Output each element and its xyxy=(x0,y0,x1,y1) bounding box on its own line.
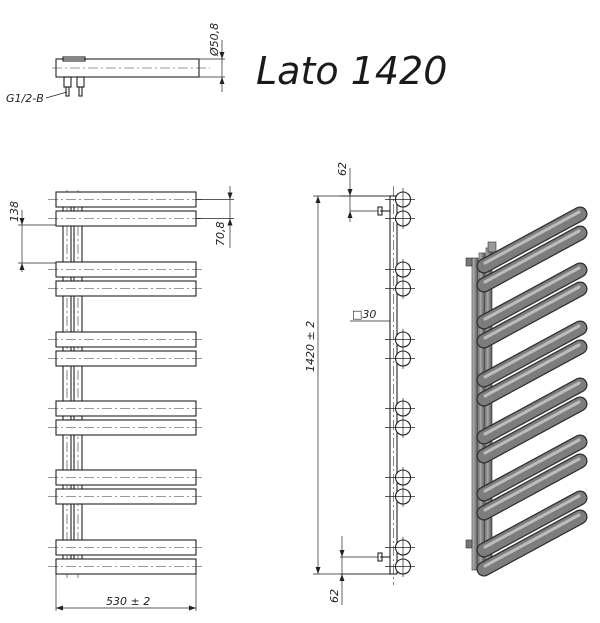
side-centre-marks xyxy=(385,188,415,577)
render-tubes xyxy=(476,206,588,577)
height-label: 1420 ± 2 xyxy=(304,321,317,372)
model-title: Lato 1420 xyxy=(256,49,447,93)
tube-diameter-label: Ø50,8 xyxy=(208,23,221,57)
width-label: 530 ± 2 xyxy=(106,595,150,608)
side-tube-sections xyxy=(394,191,412,575)
connection-label: G1/2-B xyxy=(6,92,44,105)
front-bar-centrelines xyxy=(48,199,205,567)
bottom-offset-label: 62 xyxy=(328,589,341,603)
product-render xyxy=(465,206,588,577)
top-view: G1/2-B Ø50,8 xyxy=(6,23,225,105)
pair-spacing-label: 70,8 xyxy=(214,222,227,247)
top-offset-label: 62 xyxy=(336,162,349,176)
front-view: 138 70,8 530 ± 2 xyxy=(8,186,234,611)
bar-spacing-label: 138 xyxy=(8,201,21,222)
side-view: 62 1420 ± 2 □30 62 xyxy=(304,162,415,605)
collector-section-label: □30 xyxy=(352,308,376,321)
front-bars xyxy=(55,191,197,575)
